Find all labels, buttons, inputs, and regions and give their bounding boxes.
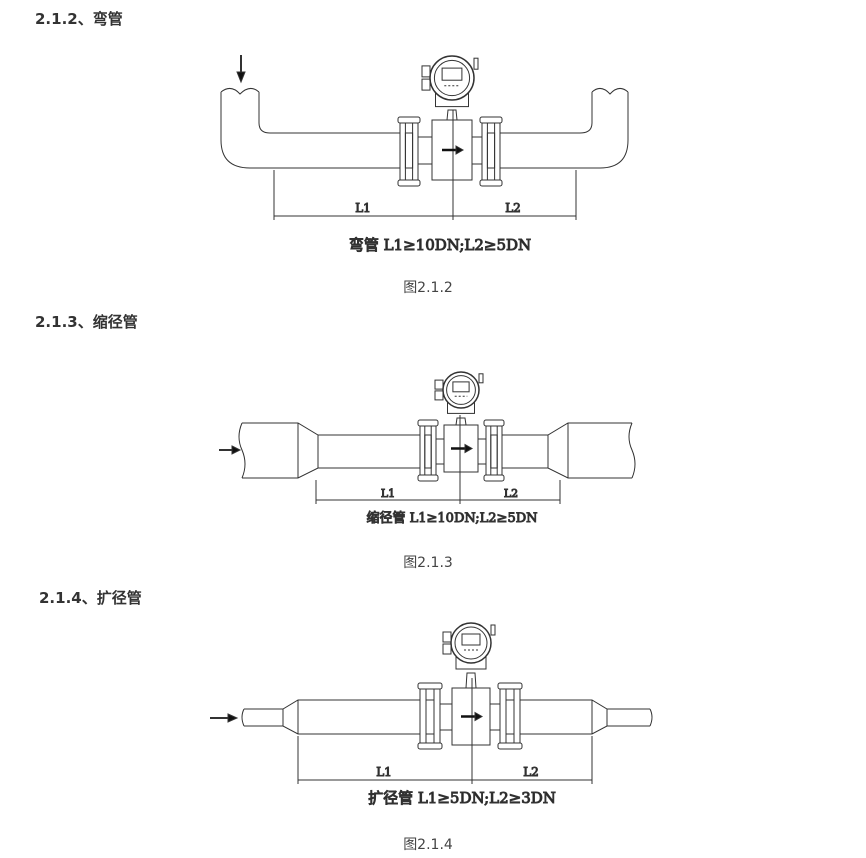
meter-neck: [465, 672, 477, 689]
flow-arrow-head: [455, 145, 465, 155]
flange-bolt: [497, 742, 523, 750]
pipe-flange: [479, 116, 503, 187]
display-head: [442, 371, 480, 409]
label-l1: L1: [381, 487, 395, 500]
diagram-expander-pipe: L1 L2 扩径管 L1≥5DN;L2≥3DN: [210, 622, 653, 808]
meter-neck: [446, 109, 458, 121]
display-head: [450, 622, 492, 664]
electromagnetic-flowmeter: [417, 371, 505, 504]
flow-arrow-head: [464, 443, 474, 454]
section-heading-expander: 2.1.4、扩径管: [39, 589, 142, 607]
lcd-display: [461, 633, 481, 646]
pipe-flange: [397, 116, 421, 187]
pipe-cut-end: [591, 88, 629, 95]
flange-bolt: [417, 682, 443, 690]
flange-bolt: [479, 116, 503, 124]
flow-arrow-head: [474, 711, 484, 722]
flange-bolt: [397, 116, 421, 124]
diagram-bend-pipe: L1 L2 弯管 L1≥10DN;L2≥5DN: [220, 55, 629, 255]
pipe-flange: [483, 419, 505, 482]
flange-bolt: [417, 742, 443, 750]
lcd-display: [441, 67, 463, 81]
label-l1: L1: [376, 765, 392, 779]
formula-text: 扩径管 L1≥5DN;L2≥3DN: [368, 789, 556, 807]
cable-gland: [442, 643, 452, 655]
flow-arrow-icon: [231, 445, 242, 455]
cable-gland: [434, 379, 444, 390]
label-l2: L2: [523, 765, 539, 779]
formula-text: 弯管 L1≥10DN;L2≥5DN: [349, 236, 531, 254]
display-head: [429, 55, 475, 101]
cable-gland: [434, 390, 444, 401]
left-u-bend-pipe: [220, 92, 400, 169]
right-u-bend-pipe: [500, 92, 629, 169]
label-l2: L2: [504, 487, 518, 500]
screw-cap: [490, 624, 496, 636]
flow-arrow-head: [236, 71, 246, 84]
figure-caption: 图2.1.3: [403, 555, 453, 571]
cable-gland: [421, 65, 431, 78]
electromagnetic-flowmeter: [417, 622, 523, 784]
electromagnetic-flowmeter: [397, 55, 503, 220]
screw-cap: [473, 57, 479, 70]
flange-bolt: [417, 474, 439, 482]
diagram-reducer-pipe: L1 L2 缩径管 L1≥10DN;L2≥5DN: [219, 371, 636, 527]
pipe-flange: [417, 419, 439, 482]
meter-neck: [455, 417, 467, 426]
flange-bolt: [417, 419, 439, 427]
formula-text: 缩径管 L1≥10DN;L2≥5DN: [366, 510, 537, 526]
cable-gland: [442, 631, 452, 643]
pipe-flange: [497, 682, 523, 750]
cable-gland: [421, 78, 431, 91]
pipe-flange: [417, 682, 443, 750]
pipe-cut-end: [220, 88, 260, 95]
label-l1: L1: [355, 201, 371, 215]
flange-bolt: [479, 179, 503, 187]
lcd-display: [452, 381, 470, 393]
flange-bolt: [483, 419, 505, 427]
flange-bolt: [483, 474, 505, 482]
flange-bolt: [397, 179, 421, 187]
flow-arrow-icon: [227, 713, 239, 723]
section-heading-bend: 2.1.2、弯管: [35, 10, 123, 28]
label-l2: L2: [505, 201, 521, 215]
screw-cap: [478, 373, 484, 384]
figure-caption: 图2.1.4: [403, 837, 453, 853]
flange-bolt: [497, 682, 523, 690]
figure-caption: 图2.1.2: [403, 280, 453, 296]
section-heading-reducer: 2.1.3、缩径管: [35, 313, 138, 331]
